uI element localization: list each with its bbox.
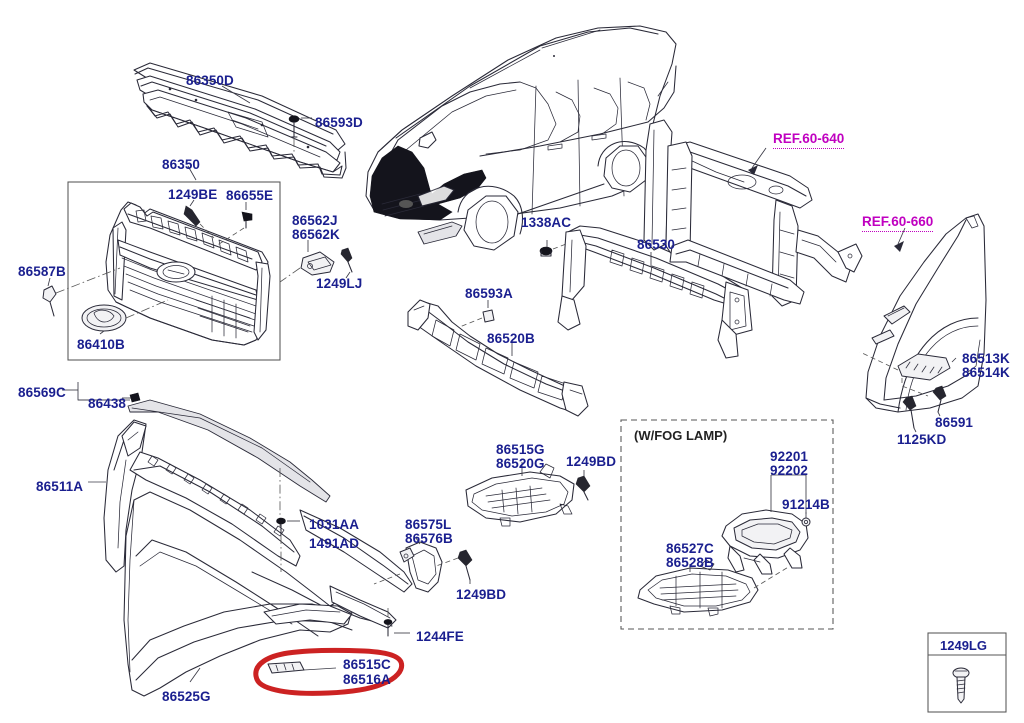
part-86513K-bracket — [859, 351, 957, 397]
label-1249BD-mid: 1249BD — [456, 587, 507, 602]
label-1491AD: 1491AD — [309, 536, 360, 551]
part-86655E-clip — [215, 202, 253, 247]
label-86514K: 86514K — [962, 365, 1010, 380]
grille-detail-box — [67, 181, 281, 361]
label-92202: 92202 — [770, 463, 809, 478]
label-86520G: 86520G — [496, 456, 545, 471]
part-1249LJ-screw — [340, 247, 353, 279]
part-86591-bolt — [932, 385, 947, 417]
part-91214B-nut — [801, 512, 811, 527]
fastener-legend — [927, 632, 1007, 713]
fog-lamp-group-box — [620, 419, 834, 630]
label-86528B: 86528B — [666, 555, 714, 570]
label-86527C: 86527C — [666, 541, 714, 556]
fog-lamp-box-title: (W/FOG LAMP) — [634, 428, 728, 443]
label-86530: 86530 — [637, 237, 676, 252]
label-1244FE: 1244FE — [416, 629, 464, 644]
label-86562K: 86562K — [292, 227, 340, 242]
part-86527C-bezel — [637, 559, 791, 617]
label-86562J: 86562J — [292, 213, 338, 228]
label-1031AA: 1031AA — [309, 517, 360, 532]
part-86587B-clip — [42, 267, 121, 317]
part-86515C-trim — [267, 661, 305, 674]
part-86515G-cover — [465, 462, 575, 527]
label-86576B: 86576B — [405, 531, 453, 546]
part-86511A-bracket — [88, 419, 147, 573]
label-91214B: 91214B — [782, 497, 830, 512]
part-1244FE-screw — [383, 608, 410, 637]
part-1249BD-screw-top — [575, 470, 591, 501]
part-ref-60-660-fender — [865, 213, 987, 413]
part-86575L-bracket — [373, 537, 443, 593]
part-1031AA-screw — [276, 517, 300, 572]
label-92201: 92201 — [770, 449, 809, 464]
label-86525G: 86525G — [162, 689, 211, 704]
label-ref-60-640: REF.60-640 — [773, 131, 845, 149]
leader-86350 — [187, 165, 197, 181]
label-86350D: 86350D — [186, 73, 234, 88]
red-annotation-ellipse — [253, 647, 405, 696]
label-86520B: 86520B — [487, 331, 535, 346]
label-86569C: 86569C — [18, 385, 66, 400]
label-ref-60-660: REF.60-660 — [862, 214, 934, 232]
label-1338AC: 1338AC — [521, 215, 572, 230]
label-86591: 86591 — [935, 415, 974, 430]
label-1249BD-top: 1249BD — [566, 454, 617, 469]
part-ref-60-640-carrier — [643, 119, 863, 307]
part-86569C-moulding — [62, 382, 331, 530]
leader-86515C — [303, 667, 337, 671]
vehicle-illustration — [365, 25, 677, 251]
label-86515C: 86515C — [343, 657, 391, 672]
part-86593A-clip — [451, 300, 495, 331]
label-86515G: 86515G — [496, 442, 545, 457]
part-92201-fog-lamp — [721, 474, 809, 575]
label-86513K: 86513K — [962, 351, 1010, 366]
label-1249BE: 1249BE — [168, 187, 218, 202]
label-86593A: 86593A — [465, 286, 513, 301]
part-86410B-emblem — [81, 299, 169, 335]
part-86562J-bracket — [279, 240, 335, 283]
part-86350D-upper-cover — [133, 62, 347, 179]
part-1249BE-screw — [183, 199, 215, 239]
part-1249BD-screw-mid — [435, 549, 473, 584]
label-86511A: 86511A — [36, 479, 84, 494]
part-86520B-absorber — [407, 299, 589, 417]
part-86350-radiator-grille — [105, 201, 271, 346]
fastener-legend-title: 1249LG — [940, 638, 987, 653]
screw-icon — [952, 667, 970, 704]
part-86530-reinforcement — [557, 225, 753, 359]
label-1249LJ: 1249LJ — [316, 276, 363, 291]
label-86410B: 86410B — [77, 337, 125, 352]
part-1125KD-bolt — [902, 395, 917, 433]
label-86350: 86350 — [162, 157, 201, 172]
label-86655E: 86655E — [226, 188, 274, 203]
label-86587B: 86587B — [18, 264, 66, 279]
part-86438-clip — [122, 392, 141, 403]
label-86593D: 86593D — [315, 115, 363, 130]
part-86525G-bumper-cover — [123, 451, 393, 697]
part-86593D-grommet — [288, 115, 312, 152]
label-86575L: 86575L — [405, 517, 452, 532]
part-86525G-right-section — [299, 509, 413, 629]
label-86438: 86438 — [88, 396, 127, 411]
label-86516A: 86516A — [343, 672, 391, 687]
label-1125KD: 1125KD — [897, 432, 947, 447]
